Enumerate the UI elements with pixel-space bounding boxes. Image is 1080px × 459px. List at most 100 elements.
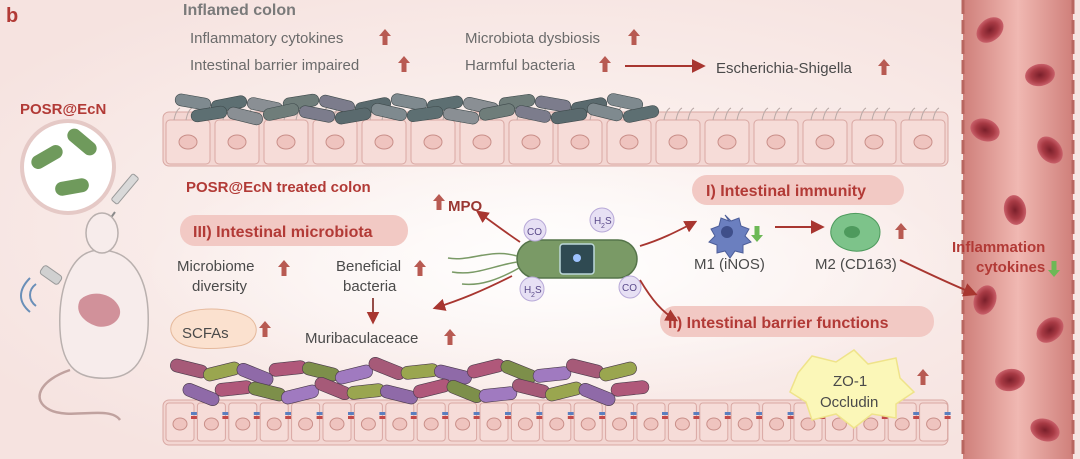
tight-junction — [191, 412, 197, 415]
svg-text:S: S — [535, 285, 542, 296]
harmful-bacterium — [478, 103, 516, 121]
top-cell-villi — [908, 107, 940, 121]
red-blood-cell — [1037, 136, 1063, 164]
top-cell-nucleus — [325, 134, 345, 150]
top-cell-nucleus — [668, 134, 688, 150]
barrier-up-arrow — [398, 56, 410, 72]
top-cell-villi — [712, 107, 744, 121]
vessel-label-line1: Inflammation — [952, 239, 1045, 256]
red-blood-cell — [1003, 195, 1027, 225]
harmful-bacterium — [174, 93, 212, 111]
svg-text:H: H — [594, 216, 601, 227]
bottom-cell-nucleus — [800, 417, 816, 431]
tight-junction — [724, 412, 731, 415]
to-mpo-arrow — [475, 210, 521, 243]
tight-junction — [787, 412, 794, 415]
mpo-label: MPO — [448, 198, 483, 215]
beneficial-bacterium — [380, 384, 418, 405]
tight-junction — [410, 412, 417, 415]
tight-junction — [693, 416, 700, 419]
harmful-bacterium — [390, 93, 428, 111]
capsule-bacterium-1 — [31, 145, 63, 169]
harmful-bacterium — [622, 105, 660, 123]
svg-text:H: H — [524, 285, 531, 296]
harmful-bacterium — [606, 93, 644, 111]
tight-junction — [316, 412, 323, 415]
tight-junction — [567, 412, 574, 415]
red-blood-cell — [995, 368, 1025, 392]
tight-junction — [944, 412, 951, 415]
tight-junction — [787, 416, 794, 419]
bottom-cell-nucleus — [423, 417, 439, 431]
top-cell-villi — [810, 107, 842, 121]
diversity-line2: diversity — [192, 278, 248, 295]
top-cell-nucleus — [521, 134, 541, 150]
scfas-badge — [170, 308, 257, 349]
barrier-impaired-label: Intestinal barrier impaired — [190, 57, 359, 74]
bottom-cell-nucleus — [517, 417, 533, 431]
to-immunity-arrow — [639, 220, 698, 247]
harmful-bacterium — [262, 103, 300, 121]
microbiota-dysbiosis-label: Microbiota dysbiosis — [465, 30, 600, 47]
top-cell-villi — [859, 107, 891, 121]
tight-junction — [348, 412, 354, 415]
bottom-epithelial-cells — [165, 402, 951, 442]
tight-junction — [379, 412, 386, 415]
co-bubble-2: CO — [618, 275, 642, 299]
bottom-cell-nucleus — [863, 417, 879, 431]
tight-junction — [913, 412, 920, 415]
inflamed-colon-title: Inflamed colon — [183, 2, 296, 19]
tight-junction — [316, 416, 323, 419]
tight-junction — [536, 416, 543, 419]
red-blood-cell — [1036, 317, 1064, 343]
bottom-cell-nucleus — [298, 417, 314, 431]
m2-macrophage-icon — [830, 213, 881, 252]
tight-junction — [913, 416, 920, 419]
barrier-pill — [660, 306, 934, 337]
scfas-up-arrow — [259, 321, 271, 337]
beneficial-line2: bacteria — [343, 278, 397, 295]
muribaculaceae-label: Muribaculaceace — [305, 330, 418, 347]
tight-junction — [630, 412, 637, 415]
bottom-cell-nucleus — [329, 417, 345, 431]
posr-ecn-label: POSR@EcN — [20, 101, 106, 118]
m2-up-arrow — [895, 223, 907, 239]
dysbiosis-up-arrow — [628, 29, 640, 45]
bottom-cell-nucleus — [486, 417, 502, 431]
tight-junction — [379, 416, 386, 419]
tight-junction — [599, 416, 606, 419]
harmful-bacterium — [442, 107, 480, 125]
tight-junction — [253, 416, 260, 419]
svg-text:CO: CO — [622, 283, 637, 294]
top-cell-villi — [761, 107, 793, 121]
treated-colon-title: POSR@EcN treated colon — [186, 179, 371, 196]
red-blood-cell — [976, 17, 1004, 43]
to-barrier-arrow — [639, 279, 679, 322]
bottom-cell-nucleus — [737, 417, 753, 431]
beneficial-bacterium — [182, 383, 220, 406]
top-cell-nucleus — [913, 134, 933, 150]
barrier-title: II) Intestinal barrier functions — [668, 315, 889, 332]
co-bubble-1: CO — [523, 218, 547, 242]
bottom-cell-nucleus — [706, 417, 722, 431]
red-blood-cell — [973, 285, 997, 315]
top-cell-nucleus — [815, 134, 835, 150]
harmful-bacterium — [371, 103, 407, 121]
diversity-up-arrow — [278, 260, 290, 276]
barrier-proteins-up-arrow — [917, 369, 929, 385]
bottom-cell-nucleus — [392, 417, 408, 431]
top-cell-nucleus — [178, 134, 198, 150]
vessel-label-line2: cytokines — [976, 259, 1045, 276]
tight-junction — [536, 412, 543, 415]
red-blood-cells — [970, 17, 1064, 442]
capsule-bacterium-2 — [67, 128, 97, 156]
mouse-intestine — [78, 293, 121, 327]
tight-junction — [191, 416, 197, 419]
tight-junction — [944, 416, 951, 419]
tight-junction — [222, 412, 229, 415]
tight-junction — [285, 412, 292, 415]
tight-junction — [693, 412, 700, 415]
tight-junction — [348, 416, 354, 419]
tight-junction — [567, 416, 574, 419]
